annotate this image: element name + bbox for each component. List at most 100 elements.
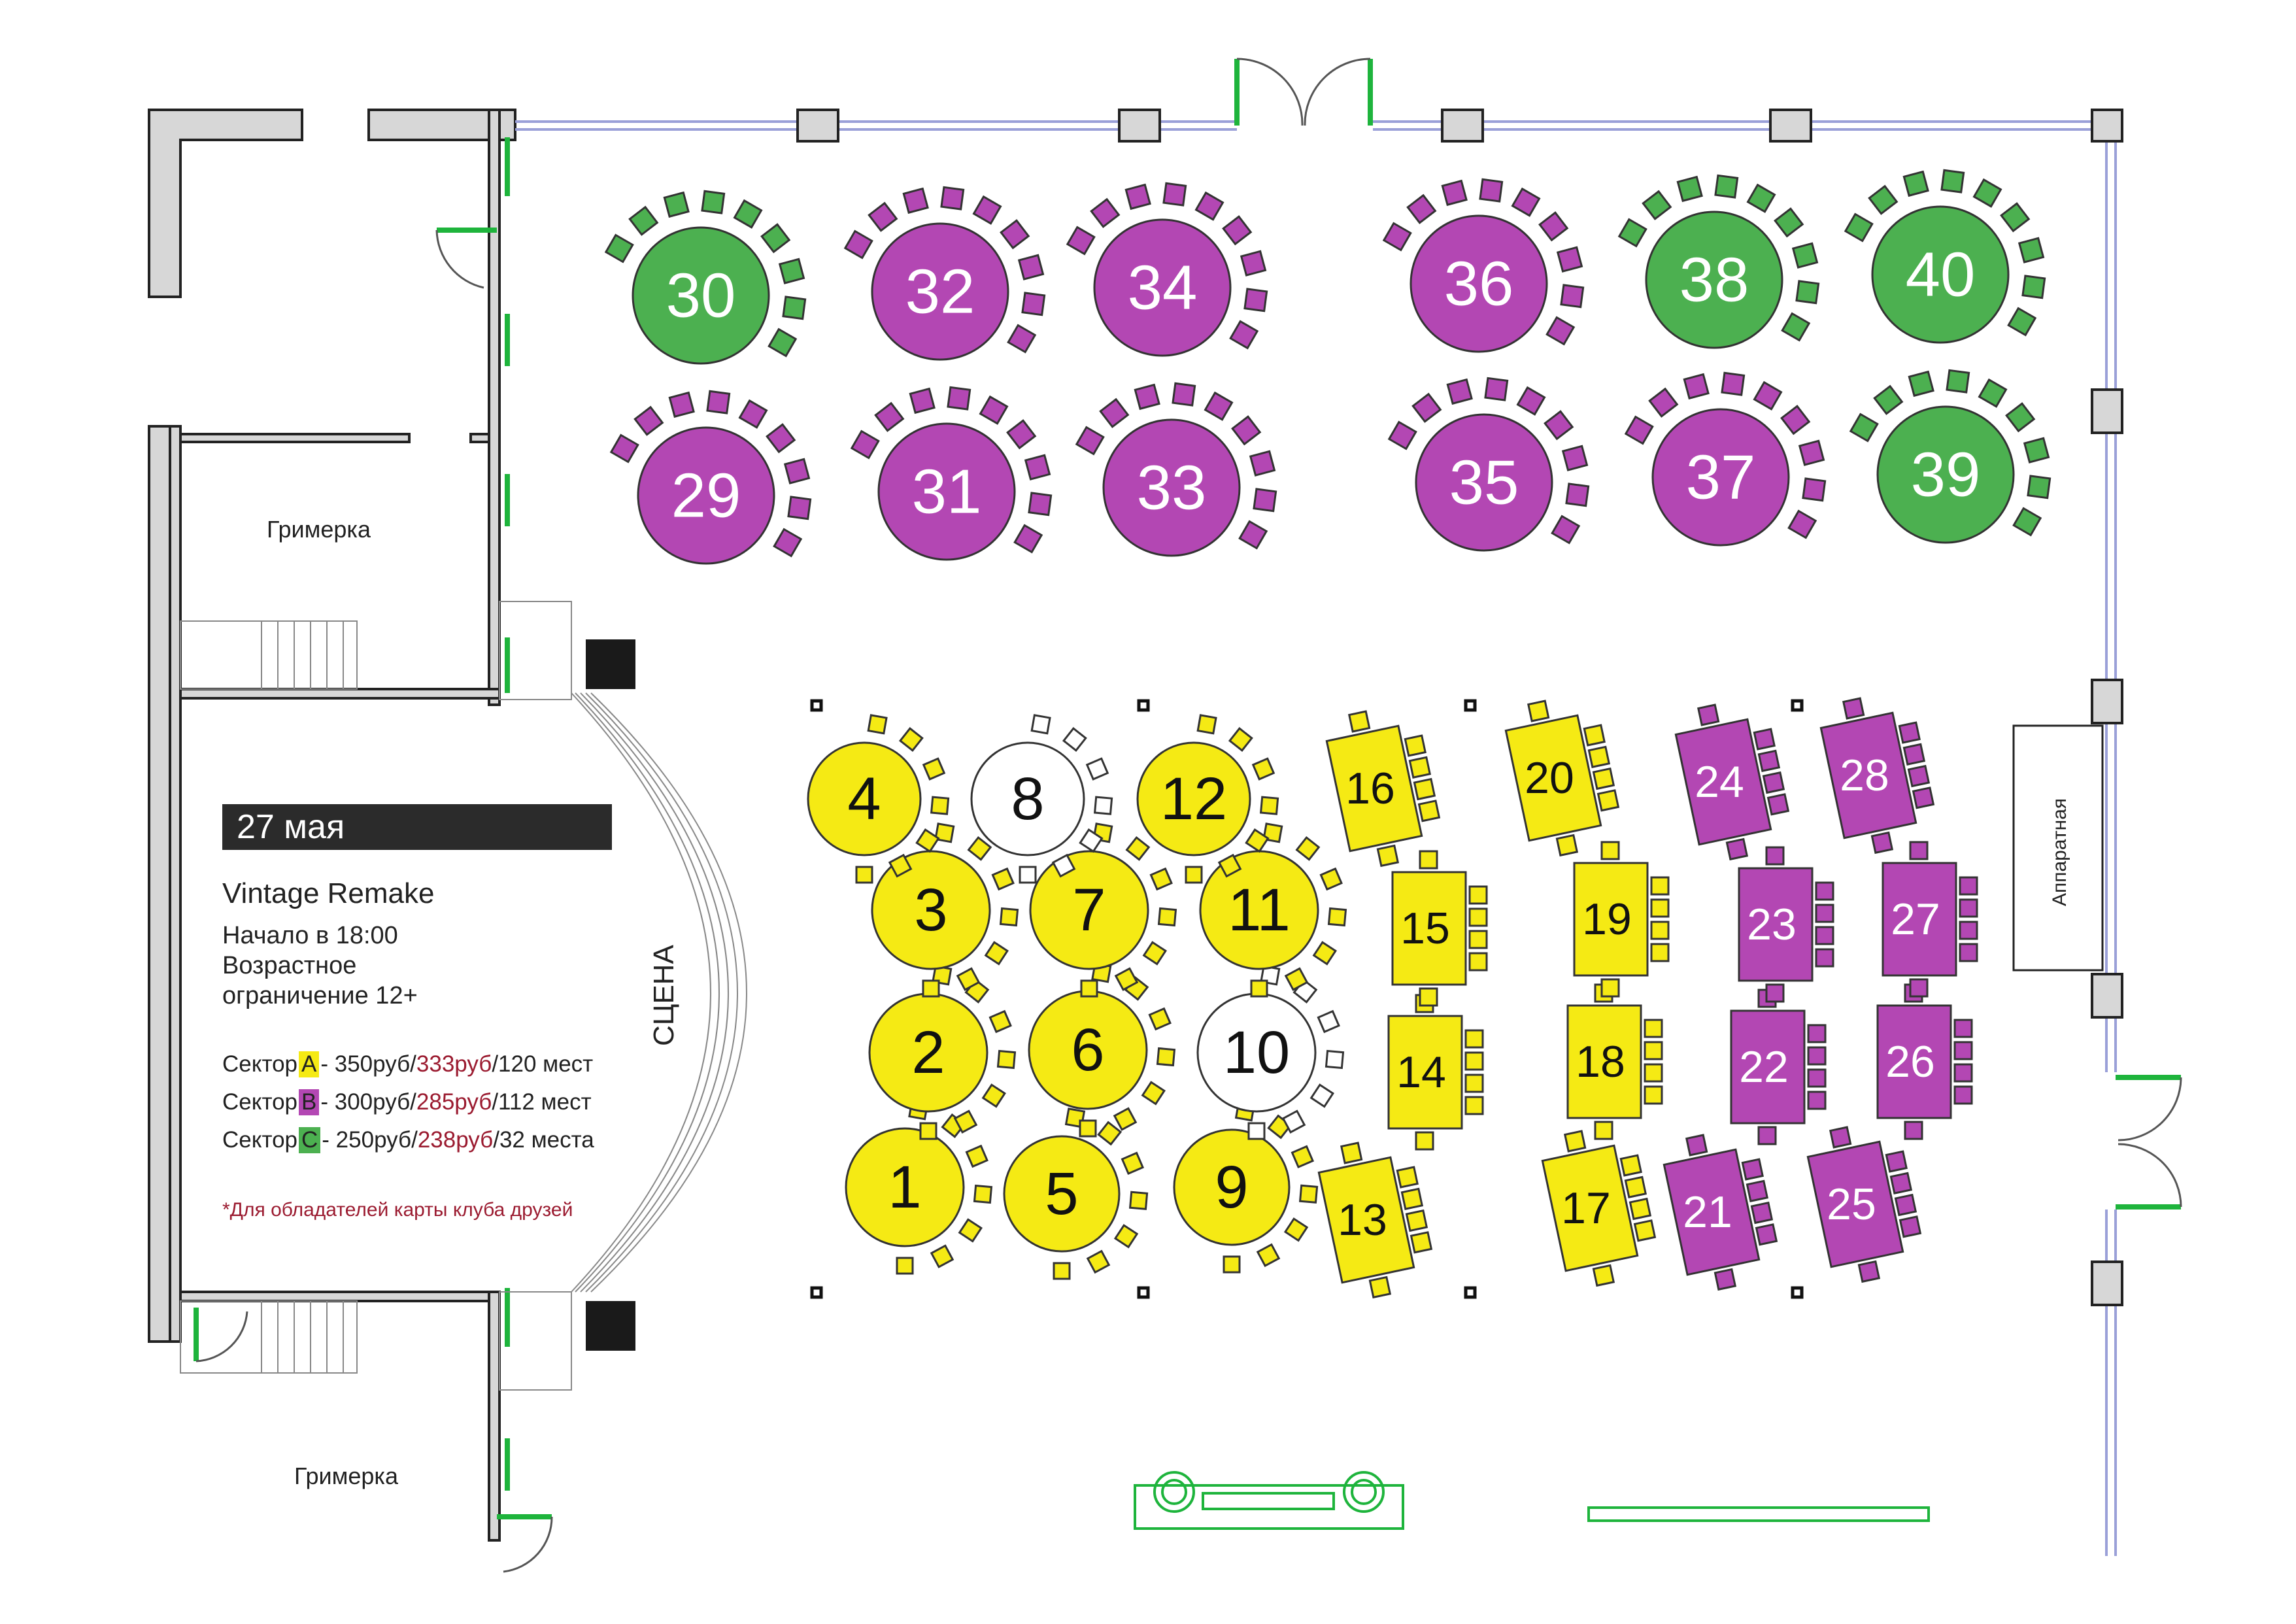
chair[interactable] (1019, 866, 1037, 884)
chair[interactable] (787, 496, 812, 520)
table-37[interactable]: 37 (1624, 371, 1827, 547)
table-top[interactable] (845, 1127, 965, 1247)
chair[interactable] (888, 853, 913, 878)
chair[interactable] (1368, 1276, 1392, 1299)
chair[interactable] (1157, 907, 1177, 927)
chair[interactable] (940, 186, 965, 211)
chair[interactable] (1253, 488, 1277, 513)
chair[interactable] (1527, 700, 1550, 722)
chair[interactable] (1561, 445, 1589, 471)
chair[interactable] (1204, 391, 1234, 421)
chair[interactable] (1281, 1109, 1306, 1134)
table-top[interactable] (1317, 1156, 1415, 1284)
chair[interactable] (738, 399, 768, 429)
chair[interactable] (1753, 728, 1776, 751)
table-38[interactable]: 38 (1617, 174, 1820, 349)
chair[interactable] (1464, 1051, 1484, 1071)
chair[interactable] (1815, 948, 1834, 968)
chair[interactable] (1229, 320, 1259, 350)
chair[interactable] (922, 757, 946, 781)
table-top[interactable] (1738, 867, 1814, 982)
chair[interactable] (1062, 727, 1087, 752)
chair[interactable] (1075, 426, 1105, 456)
table-top[interactable] (1541, 1144, 1639, 1272)
chair[interactable] (1162, 182, 1187, 207)
chair[interactable] (979, 395, 1009, 425)
chair[interactable] (1312, 941, 1337, 966)
chair[interactable] (1325, 1049, 1345, 1070)
chair[interactable] (1085, 757, 1109, 781)
chair[interactable] (1685, 1134, 1708, 1157)
table-top[interactable] (1876, 1004, 1952, 1119)
chair[interactable] (1259, 796, 1279, 815)
table-19[interactable]: 19 (1573, 841, 1670, 998)
chair[interactable] (1000, 219, 1030, 250)
chair[interactable] (896, 1257, 914, 1275)
chair[interactable] (1121, 1151, 1145, 1176)
chair[interactable] (1400, 1187, 1424, 1210)
chair[interactable] (1327, 907, 1347, 927)
chair[interactable] (1959, 898, 1978, 918)
chair[interactable] (1247, 1122, 1266, 1140)
chair[interactable] (1007, 324, 1037, 354)
table-6[interactable]: 6 (1028, 962, 1176, 1138)
chair[interactable] (1128, 1191, 1149, 1210)
chair[interactable] (1781, 312, 1811, 342)
chair[interactable] (1753, 381, 1783, 411)
chair[interactable] (972, 195, 1002, 225)
chair[interactable] (1028, 492, 1053, 516)
chair[interactable] (773, 528, 803, 558)
table-top[interactable] (1645, 211, 1783, 349)
table-24[interactable]: 24 (1672, 694, 1796, 865)
chair[interactable] (1238, 520, 1268, 550)
table-top[interactable] (877, 422, 1016, 561)
chair[interactable] (934, 822, 955, 843)
chair[interactable] (1940, 169, 1965, 194)
chair[interactable] (2000, 202, 2031, 233)
table-9[interactable]: 9 (1173, 1101, 1319, 1274)
chair[interactable] (1902, 743, 1926, 766)
chair[interactable] (1972, 178, 2002, 208)
table-2[interactable]: 2 (868, 965, 1017, 1140)
chair[interactable] (1746, 1179, 1769, 1202)
chair[interactable] (1511, 187, 1541, 217)
chair[interactable] (1544, 410, 1574, 441)
chair[interactable] (628, 205, 659, 236)
chair[interactable] (1114, 967, 1139, 991)
chair[interactable] (1565, 482, 1590, 507)
chair[interactable] (1417, 800, 1441, 822)
table-5[interactable]: 5 (1003, 1108, 1149, 1280)
chair[interactable] (1404, 734, 1427, 757)
chair[interactable] (1256, 1243, 1281, 1268)
chair[interactable] (1807, 1068, 1827, 1088)
table-10[interactable]: 10 (1196, 965, 1345, 1140)
chair[interactable] (1908, 370, 1934, 398)
table-top[interactable] (1102, 418, 1241, 557)
table-top[interactable] (1391, 871, 1467, 986)
table-28[interactable]: 28 (1817, 688, 1941, 858)
chair[interactable] (1798, 439, 1825, 466)
table-7[interactable]: 7 (1029, 822, 1177, 998)
chair[interactable] (988, 1009, 1012, 1034)
chair[interactable] (1347, 710, 1371, 733)
chair[interactable] (1624, 415, 1654, 445)
table-39[interactable]: 39 (1849, 369, 2051, 544)
chair[interactable] (1907, 764, 1931, 788)
chair[interactable] (1113, 1224, 1139, 1249)
chair[interactable] (1410, 1231, 1433, 1254)
chair[interactable] (668, 391, 695, 418)
table-22[interactable]: 22 (1730, 989, 1827, 1145)
chair[interactable] (1755, 1223, 1778, 1246)
chair[interactable] (1592, 1264, 1615, 1287)
table-36[interactable]: 36 (1382, 178, 1585, 353)
chair[interactable] (1295, 836, 1321, 861)
chair[interactable] (1644, 1041, 1663, 1060)
chair[interactable] (1868, 184, 1899, 215)
chair[interactable] (1053, 1262, 1071, 1280)
table-8[interactable]: 8 (970, 714, 1113, 884)
chair[interactable] (1086, 1249, 1111, 1274)
table-top[interactable] (1325, 724, 1423, 853)
chair[interactable] (1683, 373, 1710, 400)
chair[interactable] (1124, 183, 1151, 211)
table-17[interactable]: 17 (1538, 1121, 1663, 1291)
